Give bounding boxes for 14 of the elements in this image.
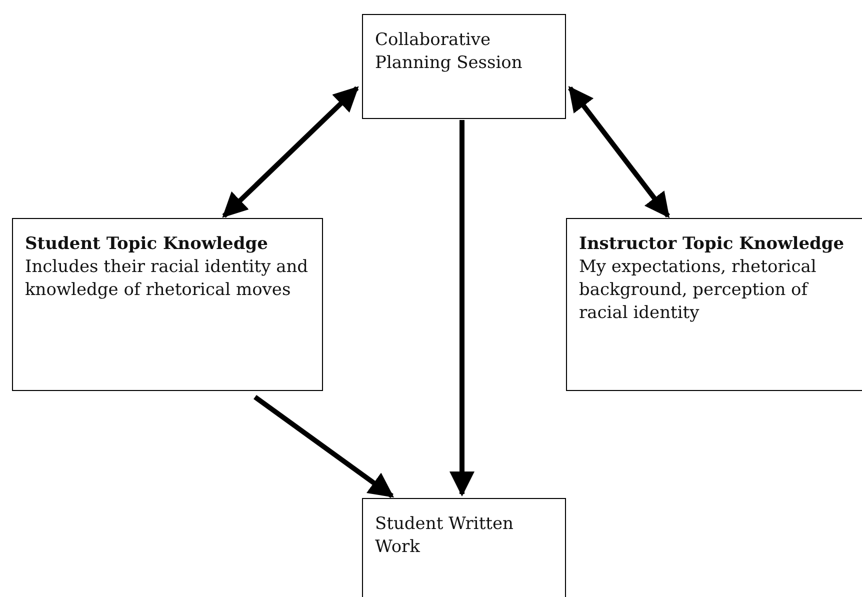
process-box xyxy=(12,218,323,391)
arrow xyxy=(254,394,394,498)
box-text: Includes their racial identity and knowledge of rhetorical moves xyxy=(25,256,310,302)
box-text: Student Written Work xyxy=(375,513,514,559)
box-text: Collaborative Planning Session xyxy=(375,29,524,75)
arrow xyxy=(222,86,359,218)
box-heading: Student Topic Knowledge xyxy=(25,233,269,256)
arrow xyxy=(450,120,474,496)
box-heading: Instructor Topic Knowledge xyxy=(579,233,846,256)
process-box xyxy=(566,218,862,391)
process-box xyxy=(362,14,566,119)
arrow xyxy=(568,86,670,218)
process-box xyxy=(362,498,566,597)
box-text: My expectations, rhetorical background, perception of racial identity xyxy=(579,256,818,325)
